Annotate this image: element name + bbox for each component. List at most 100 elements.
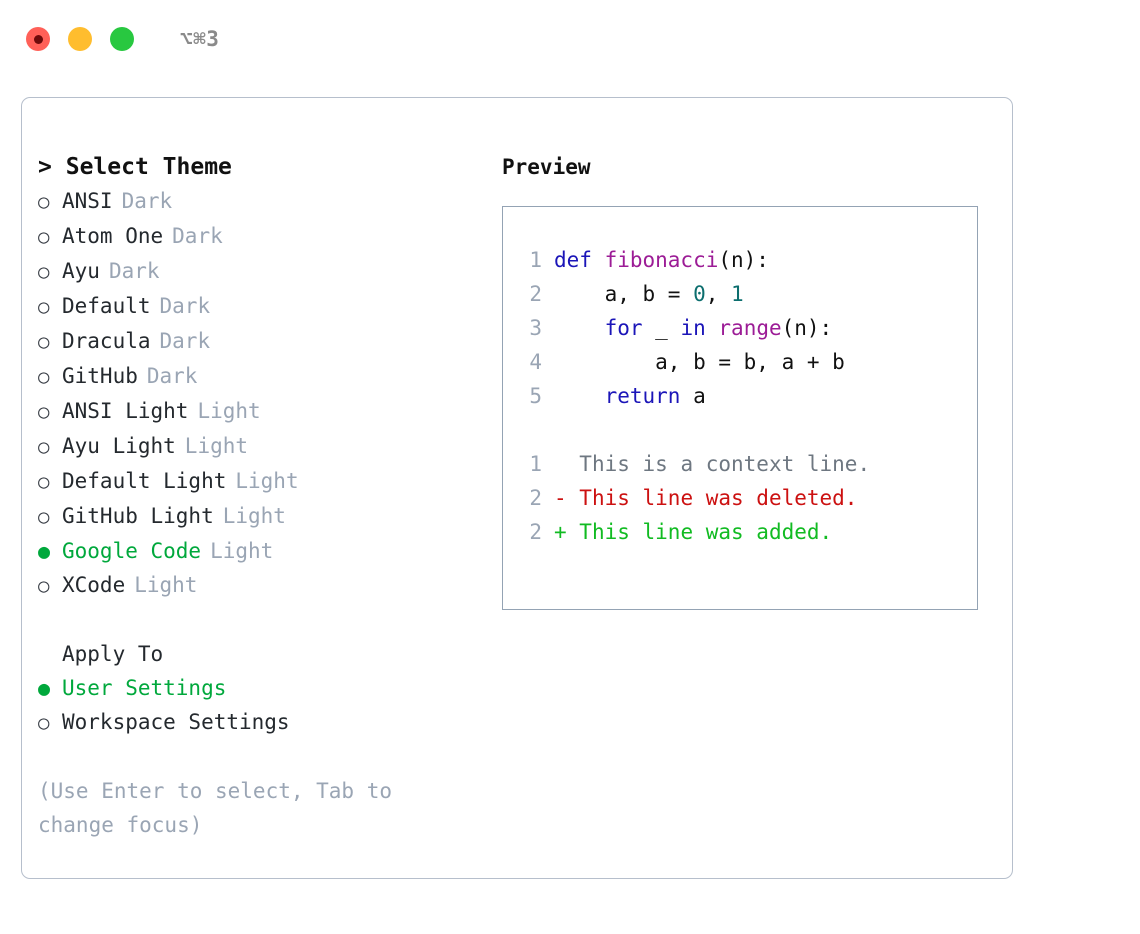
theme-option-kind: Dark (121, 189, 173, 213)
diff-text: This line was added. (566, 520, 833, 544)
theme-option-ayu-light[interactable]: ○ Ayu Light Light (38, 429, 498, 464)
radio-unselected-icon: ○ (38, 712, 50, 734)
code-token: , (705, 282, 732, 306)
close-button[interactable] (26, 27, 50, 51)
code-token: in (680, 316, 706, 340)
radio-unselected-icon: ○ (38, 261, 50, 283)
theme-option-label: Ayu (62, 259, 100, 283)
code-line: 4 a, b = b, a + b (503, 345, 977, 379)
line-number: 2 (529, 282, 542, 306)
code-token: a, b = (554, 282, 694, 306)
radio-unselected-icon: ○ (38, 226, 50, 248)
maximize-button[interactable] (110, 27, 134, 51)
theme-option-label: Atom One (62, 224, 164, 248)
theme-option-label: GitHub Light (62, 504, 214, 528)
diff-text: This line was deleted. (566, 486, 858, 510)
theme-option-kind: Dark (159, 294, 211, 318)
radio-selected-icon: ● (38, 539, 51, 563)
code-token: (n): (781, 316, 833, 340)
theme-option-label: Ayu Light (62, 434, 176, 458)
theme-option-label: Default (62, 294, 151, 318)
code-token: 1 (731, 282, 744, 306)
theme-option-ansi-light[interactable]: ○ ANSI Light Light (38, 394, 498, 429)
code-token: _ (642, 316, 681, 340)
apply-to-list[interactable]: ●User Settings ○ Workspace Settings (38, 671, 498, 740)
line-number: 2 (529, 486, 542, 510)
theme-option-github-light[interactable]: ○ GitHub Light Light (38, 499, 498, 534)
title-bar: ⌥⌘3 (0, 0, 1140, 78)
theme-option-atom-one[interactable]: ○ Atom One Dark (38, 219, 498, 254)
theme-option-github[interactable]: ○ GitHub Dark (38, 359, 498, 394)
code-token: a, b = b, a + b (554, 350, 845, 374)
radio-unselected-icon: ○ (38, 436, 50, 458)
apply-to-option-user-settings[interactable]: ●User Settings (38, 671, 498, 705)
radio-unselected-icon: ○ (38, 401, 50, 423)
apply-to-option-label: Workspace Settings (62, 710, 290, 734)
radio-unselected-icon: ○ (38, 331, 50, 353)
radio-unselected-icon: ○ (38, 471, 50, 493)
theme-option-default[interactable]: ○ Default Dark (38, 289, 498, 324)
theme-option-label: GitHub (62, 364, 138, 388)
code-line: 5 return a (503, 379, 977, 413)
line-number: 1 (529, 248, 542, 272)
keyboard-hint: (Use Enter to select, Tab to change focu… (38, 779, 405, 837)
radio-selected-icon: ● (38, 676, 51, 700)
diff-line: 1 This is a context line. (503, 447, 977, 481)
caret-icon: > (38, 154, 52, 180)
radio-unselected-icon: ○ (38, 296, 50, 318)
window-controls (26, 27, 134, 51)
minimize-button[interactable] (68, 27, 92, 51)
theme-option-kind: Light (222, 504, 286, 528)
theme-option-kind: Light (210, 539, 274, 563)
apply-to-heading: Apply To (62, 642, 164, 666)
diff-marker (554, 447, 567, 481)
code-token: fibonacci (604, 248, 719, 272)
section-spacer (38, 603, 498, 637)
theme-option-kind: Light (197, 399, 261, 423)
diff-line: 2+ This line was added. (503, 515, 977, 549)
diff-marker: - (554, 486, 567, 510)
theme-option-label: ANSI (62, 189, 113, 213)
theme-option-kind: Light (134, 573, 198, 597)
radio-unselected-icon: ○ (38, 366, 50, 388)
code-line: 3 for _ in range(n): (503, 311, 977, 345)
code-line: 2 a, b = 0, 1 (503, 277, 977, 311)
theme-option-label: Default Light (62, 469, 227, 493)
apply-to-option-workspace-settings[interactable]: ○ Workspace Settings (38, 705, 498, 740)
line-number: 4 (529, 350, 542, 374)
line-number: 5 (529, 384, 542, 408)
theme-option-label: Dracula (62, 329, 151, 353)
line-number: 3 (529, 316, 542, 340)
diff-text: This is a context line. (566, 452, 871, 476)
select-theme-heading: > Select Theme (38, 150, 498, 184)
preview-heading: Preview (502, 155, 591, 179)
code-token: for (554, 316, 643, 340)
select-theme-label: Select Theme (65, 154, 232, 180)
radio-unselected-icon: ○ (38, 191, 50, 213)
diff-line: 2- This line was deleted. (503, 481, 977, 515)
theme-option-kind: Dark (146, 364, 198, 388)
code-token (706, 311, 719, 345)
window-title: ⌥⌘3 (180, 27, 220, 51)
theme-option-kind: Dark (172, 224, 223, 248)
line-number: 2 (529, 520, 542, 544)
code-token: def (554, 248, 605, 272)
theme-option-label: ANSI Light (62, 399, 189, 423)
radio-unselected-icon: ○ (38, 506, 50, 528)
theme-option-label: XCode (62, 573, 126, 597)
theme-option-kind: Light (184, 434, 249, 458)
theme-option-ansi[interactable]: ○ ANSI Dark (38, 184, 498, 219)
